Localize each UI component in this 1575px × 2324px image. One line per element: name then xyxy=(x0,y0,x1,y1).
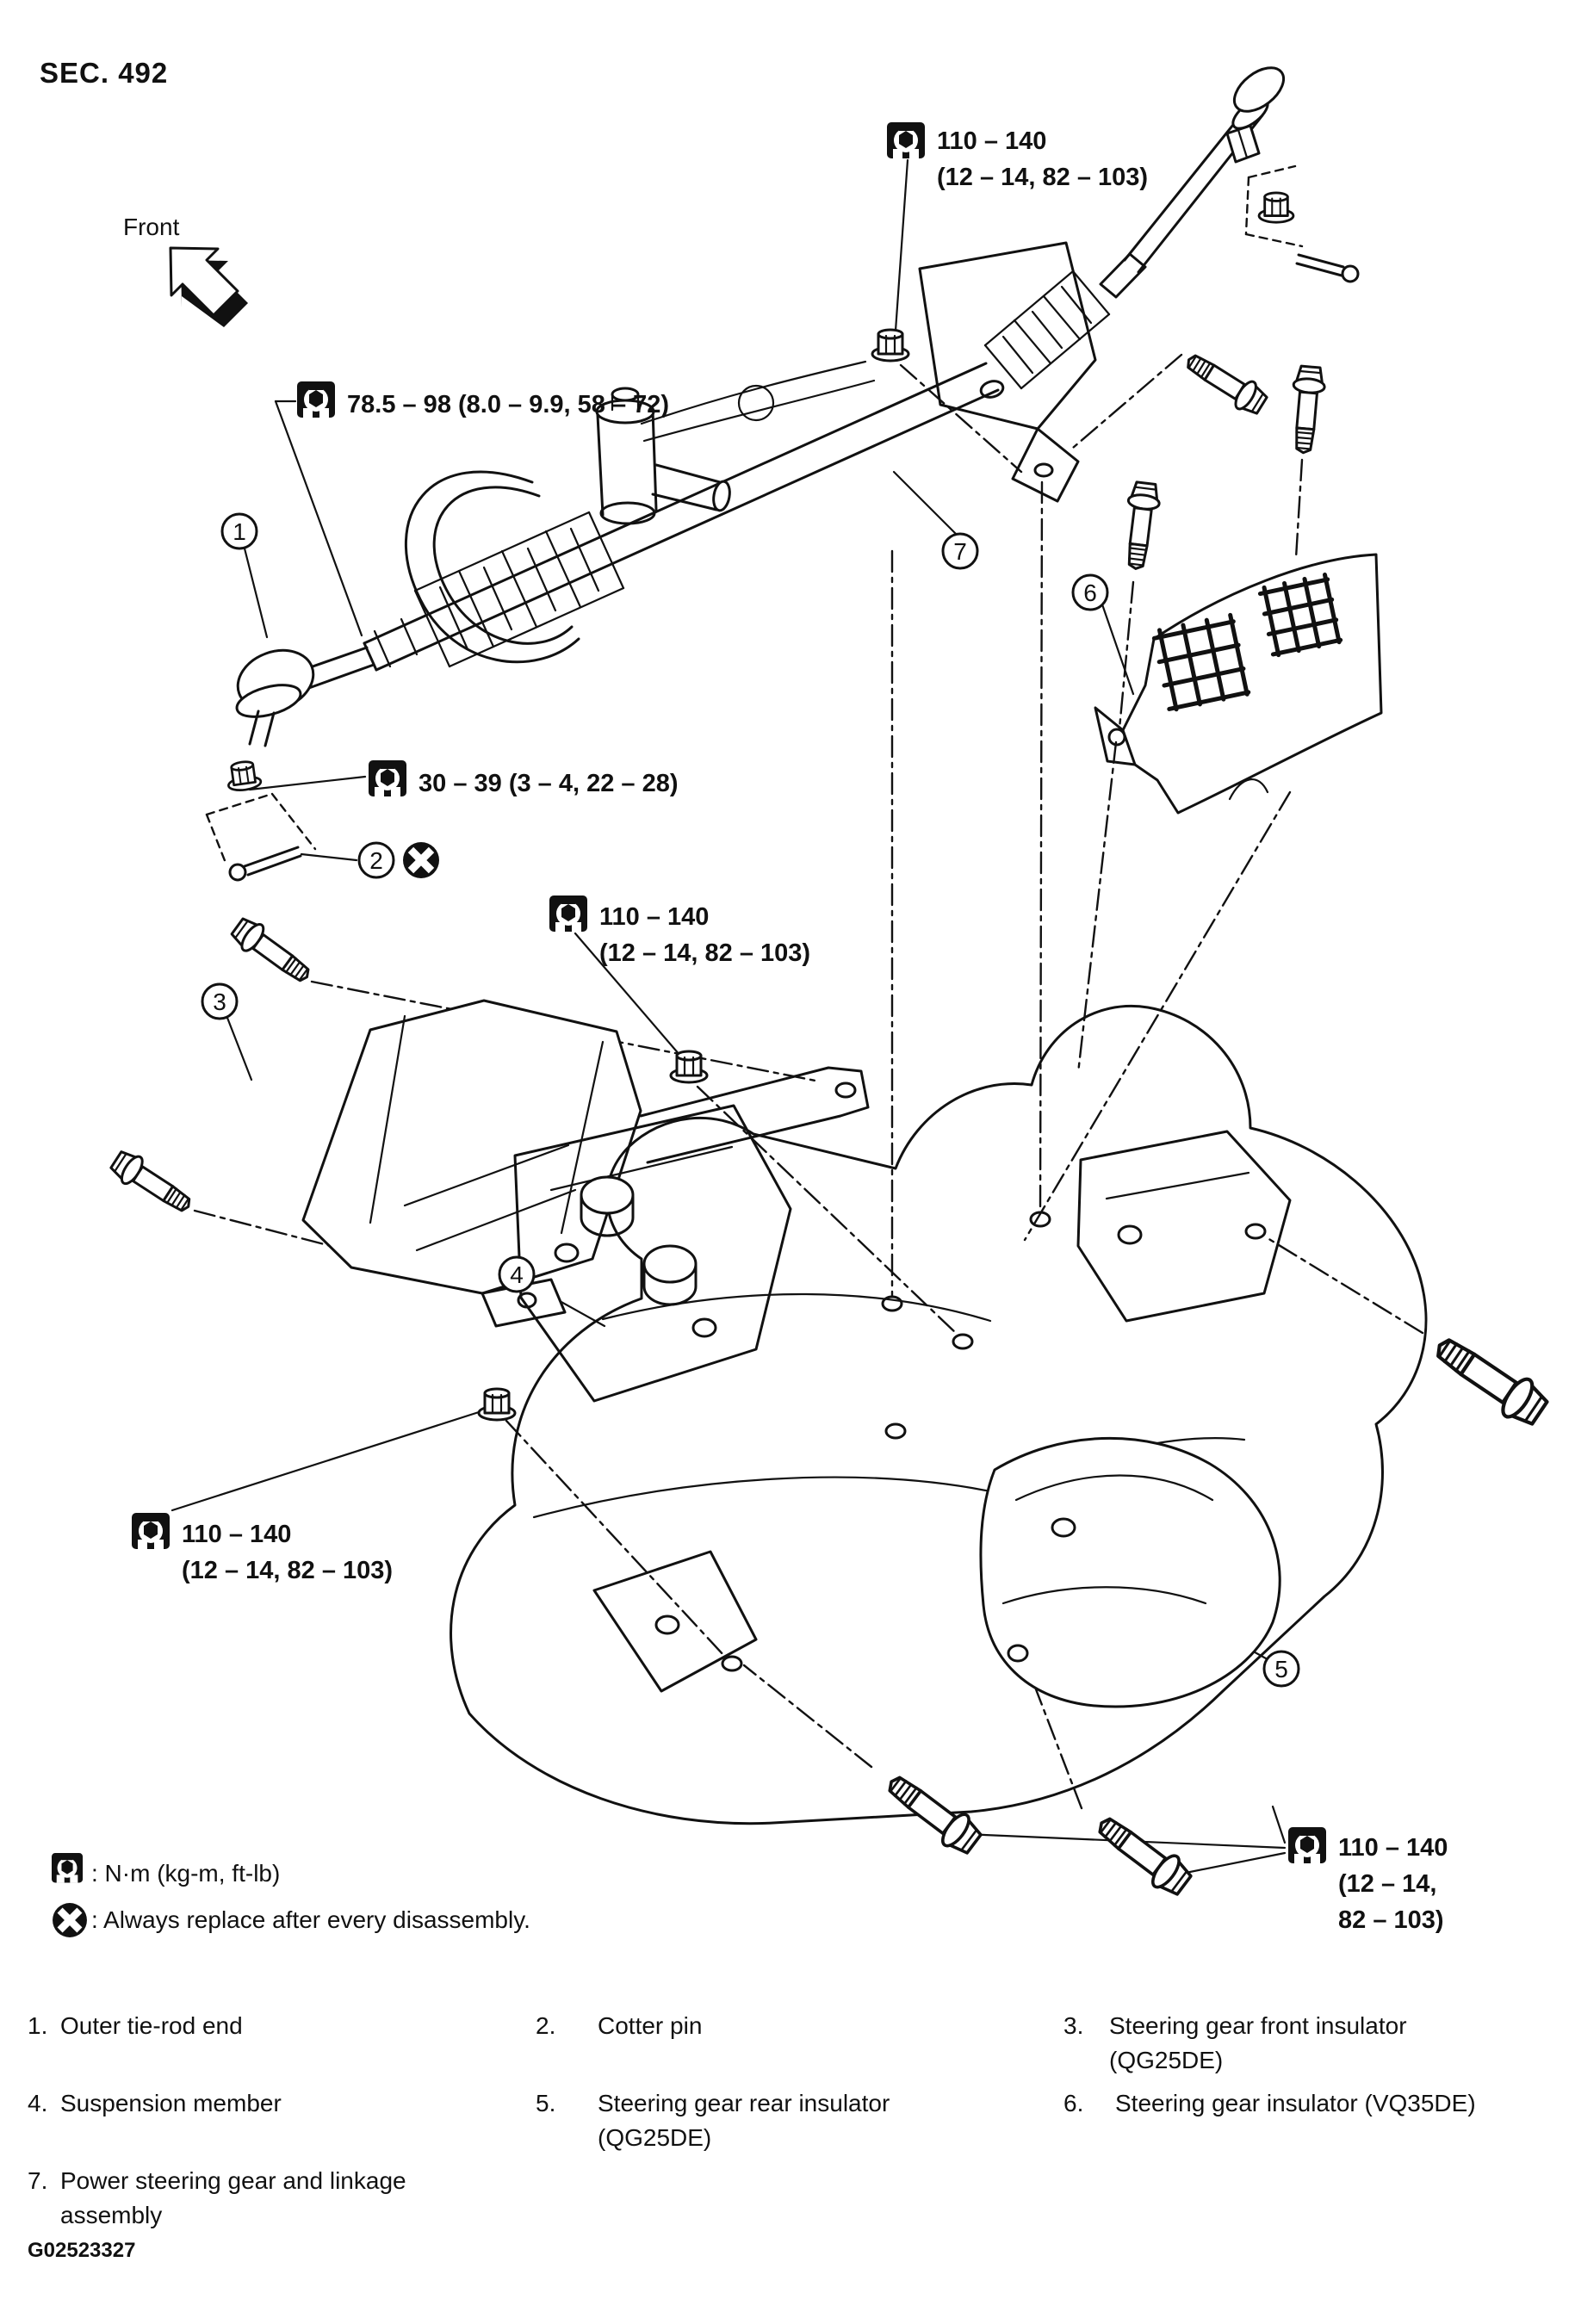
part-name-2: (QG25DE) xyxy=(1109,2047,1224,2073)
part-number: 5. xyxy=(536,2090,556,2116)
page-title: SEC. 492 xyxy=(40,57,169,89)
torque-value-alt: (12 – 14, 82 – 103) xyxy=(937,164,1149,191)
figure-code: G02523327 xyxy=(28,2239,136,2262)
torque-value-alt2: 82 – 103) xyxy=(1338,1906,1444,1934)
svg-text:5: 5 xyxy=(1274,1656,1288,1683)
svg-text:3: 3 xyxy=(213,988,226,1015)
callout-3: 3 xyxy=(201,982,239,1020)
part-name: Power steering gear and linkage xyxy=(60,2167,406,2194)
front-label: Front xyxy=(123,214,180,240)
svg-text:2: 2 xyxy=(369,847,383,874)
torque-value: 78.5 – 98 (8.0 – 9.9, 58 – 72) xyxy=(347,391,670,418)
front-arrow xyxy=(169,246,248,327)
torque-value: 110 – 140 xyxy=(599,903,710,931)
part-name-2: (QG25DE) xyxy=(598,2124,712,2151)
torque-callout-top: 110 – 140 (12 – 14, 82 – 103) xyxy=(937,123,1148,195)
callout-6: 6 xyxy=(1071,573,1109,611)
part-number: 4. xyxy=(28,2090,48,2116)
part-name: Steering gear rear insulator xyxy=(598,2090,890,2116)
callout-5: 5 xyxy=(1262,1650,1300,1688)
part-name: Suspension member xyxy=(60,2090,282,2116)
replace-symbol-cotter-pin xyxy=(403,842,439,878)
part-name: Cotter pin xyxy=(598,2012,703,2039)
legend-replace: : Always replace after every disassembly… xyxy=(91,1906,530,1933)
torque-callout-middle: 110 – 140 (12 – 14, 82 – 103) xyxy=(599,899,810,971)
torque-callout-left: 110 – 140 (12 – 14, 82 – 103) xyxy=(182,1516,393,1589)
callout-2: 2 xyxy=(357,841,395,879)
torque-callout-tie-rod-nut: 30 – 39 (3 – 4, 22 – 28) xyxy=(419,765,679,802)
steering-gear-rear-insulator-drawing xyxy=(979,1436,1281,1708)
torque-callout-bottom-right: 110 – 140 (12 – 14, 82 – 103) xyxy=(1338,1830,1448,1938)
part-number: 1. xyxy=(28,2012,48,2039)
part-number: 6. xyxy=(1063,2090,1084,2116)
torque-value: 110 – 140 xyxy=(182,1521,292,1548)
part-name: Steering gear front insulator xyxy=(1109,2012,1407,2039)
part-name-2: assembly xyxy=(60,2202,163,2228)
callout-1: 1 xyxy=(220,512,258,550)
cotter-pin-drawing xyxy=(228,846,302,882)
torque-value-alt: (12 – 14, 82 – 103) xyxy=(599,939,811,967)
torque-value: 30 – 39 (3 – 4, 22 – 28) xyxy=(419,770,679,797)
part-number: 3. xyxy=(1063,2012,1084,2039)
steering-gear-insulator-6-drawing xyxy=(1094,553,1383,815)
torque-value-alt: (12 – 14, 82 – 103) xyxy=(182,1557,394,1584)
part-name: Outer tie-rod end xyxy=(60,2012,243,2039)
svg-text:7: 7 xyxy=(953,538,967,565)
left-boot xyxy=(413,511,625,668)
part-name: Steering gear insulator (VQ35DE) xyxy=(1115,2090,1476,2116)
svg-text:1: 1 xyxy=(233,518,246,545)
part-number: 7. xyxy=(28,2167,48,2194)
steering-gear-drawing xyxy=(224,66,1360,882)
torque-value: 110 – 140 xyxy=(1338,1834,1448,1862)
svg-text:6: 6 xyxy=(1083,579,1097,606)
callout-circles: 1 2 3 4 5 6 7 xyxy=(201,512,1300,1688)
torque-callout-gear: 78.5 – 98 (8.0 – 9.9, 58 – 72) xyxy=(347,387,669,423)
torque-value: 110 – 140 xyxy=(937,127,1047,155)
legend-torque: : N·m (kg-m, ft-lb) xyxy=(91,1860,281,1887)
callout-7: 7 xyxy=(941,532,979,570)
torque-value-alt: (12 – 14, xyxy=(1338,1870,1437,1898)
steering-gear-front-insulator-drawing xyxy=(106,912,870,1328)
svg-text:4: 4 xyxy=(510,1261,524,1288)
right-boot xyxy=(983,270,1111,390)
part-number: 2. xyxy=(536,2012,556,2039)
callout-4: 4 xyxy=(498,1255,536,1293)
